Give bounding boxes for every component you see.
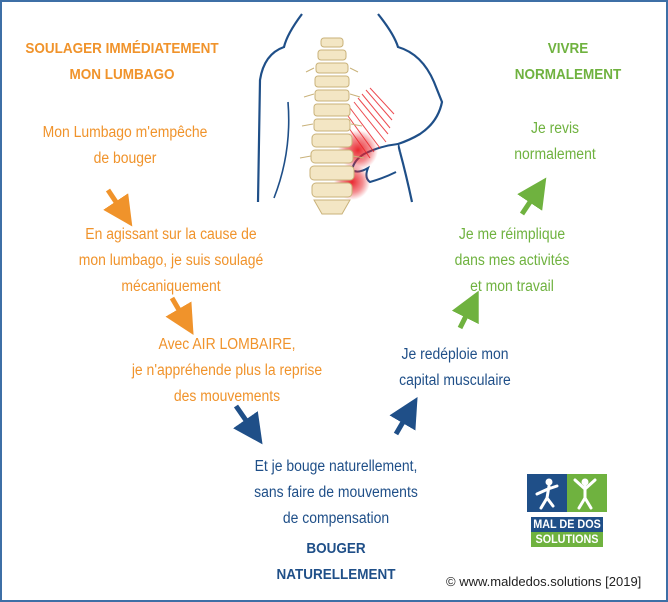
heading-left-line2: MON LUMBAGO: [69, 66, 175, 83]
logo-line1: MAL DE DOS: [531, 517, 603, 532]
heading-bottom-line1: BOUGER: [306, 540, 366, 557]
step-bottom: Et je bouge naturellement, sans faire de…: [254, 458, 418, 527]
step-orange-2: En agissant sur la cause de mon lumbago,…: [78, 226, 264, 295]
orange-arrow-2: [165, 296, 194, 335]
mal-de-dos-logo: MAL DE DOS SOLUTIONS: [527, 474, 607, 547]
step-orange-3: Avec AIR LOMBAIRE, je n'appréhende plus …: [131, 336, 323, 405]
logo-line2: SOLUTIONS: [531, 532, 603, 547]
blue-arrow-down: [233, 404, 263, 445]
blue-arrow-up: [389, 397, 418, 436]
heading-right: VIVRE NORMALEMENT: [512, 36, 624, 88]
people-figures-icon: [527, 474, 607, 512]
heading-right-line2: NORMALEMENT: [514, 66, 622, 83]
green-arrow-2: [517, 177, 547, 216]
step-green-1: Je me réimplique dans mes activités et m…: [454, 226, 570, 295]
heading-left-line1: SOULAGER IMMÉDIATEMENT: [25, 40, 219, 57]
step-green-2: Je revis normalement: [514, 120, 596, 163]
heading-bottom: BOUGER NATURELLEMENT: [268, 536, 405, 588]
copyright-text: © www.maldedos.solutions [2019]: [446, 574, 642, 589]
heading-left: SOULAGER IMMÉDIATEMENT MON LUMBAGO: [18, 36, 227, 88]
green-arrow-1: [451, 290, 479, 330]
step-orange-1: Mon Lumbago m'empêche de bouger: [42, 124, 208, 167]
orange-arrow-1: [103, 188, 133, 227]
heading-bottom-line2: NATURELLEMENT: [276, 566, 396, 583]
step-blue-1: Je redéploie mon capital musculaire: [399, 346, 511, 389]
heading-right-line1: VIVRE: [547, 40, 589, 57]
